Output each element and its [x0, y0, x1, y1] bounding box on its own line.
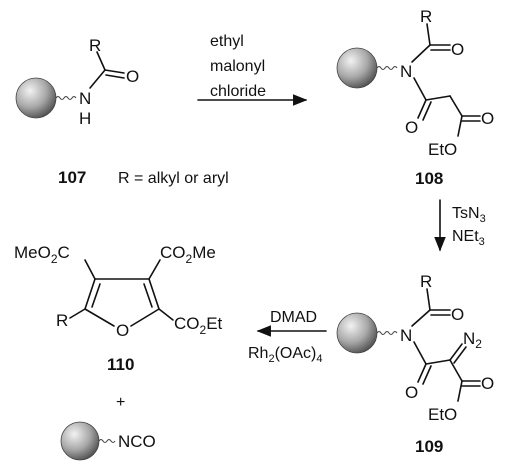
- step1-conditions: ethyl malonyl chloride: [197, 33, 308, 106]
- bond-ring-c4-c5-double: [143, 283, 153, 308]
- bond-n-c-107: [89, 69, 106, 89]
- r-group-note: R = alkyl or aryl: [118, 170, 229, 187]
- label-107: 107: [58, 168, 86, 187]
- wavy-linker-isocyanate: [98, 438, 116, 444]
- bond-cdiazo-n2-109a: [449, 343, 463, 361]
- wavy-linker-107: [55, 95, 77, 101]
- atom-eto-109: EtO: [428, 405, 457, 424]
- atom-o-acyl-109: O: [451, 305, 464, 324]
- bond-c5-co2et: [158, 308, 174, 321]
- bond-camide-o-108b: [422, 101, 432, 121]
- reagent-net3: NEt3: [452, 228, 485, 248]
- atom-n-107: N: [79, 89, 91, 108]
- bond-n-camide-109: [413, 341, 427, 365]
- resin-bead-107: [15, 77, 57, 119]
- bond-ring-c2-o: [84, 308, 115, 327]
- bond-n-cacyl-109: [411, 309, 431, 327]
- group-meo2c: MeO2C: [14, 243, 70, 266]
- atom-o-amide-108: O: [405, 118, 418, 137]
- bond-ring-c5-o: [130, 308, 160, 327]
- bond-cdiazo-cester-109: [449, 359, 463, 382]
- label-108: 108: [415, 169, 443, 188]
- bond-cdiazo-n2-109b: [453, 346, 467, 364]
- bond-co-107b: [105, 74, 125, 79]
- bond-ring-c3-c2: [84, 278, 96, 310]
- step3-conditions: DMAD Rh2(OAc)4: [248, 309, 327, 365]
- atom-o-107: O: [126, 67, 139, 86]
- compound-109: R O N N2 O O EtO 109: [336, 272, 494, 456]
- atom-r-107: R: [89, 36, 101, 55]
- atom-n-108: N: [400, 62, 412, 81]
- group-co2et: CO2Et: [174, 314, 223, 337]
- bond-camide-cdiazo-109: [425, 359, 451, 365]
- wavy-linker-109: [376, 330, 398, 336]
- bond-co-107a: [104, 69, 125, 74]
- bond-c4-co2me: [148, 259, 161, 280]
- step2-conditions: TsN3 NEt3: [434, 199, 486, 252]
- bond-camide-o-109a: [417, 363, 427, 383]
- reagent-rh2oac4: Rh2(OAc)4: [248, 345, 322, 365]
- bond-ring-c4-c5: [148, 278, 160, 310]
- bond-n-cacyl-108: [411, 44, 431, 63]
- bond-camide-o-108a: [417, 99, 427, 119]
- reagent-tsn3: TsN3: [452, 205, 486, 225]
- atom-o-ester-108: O: [481, 109, 494, 128]
- bond-cester-oet-108: [457, 115, 463, 137]
- label-109: 109: [415, 437, 443, 456]
- reagent-chloride: chloride: [210, 83, 266, 100]
- atom-n-109: N: [400, 326, 412, 345]
- bond-c-r-107: [96, 51, 106, 71]
- bond-camide-ch2-108: [425, 95, 451, 101]
- compound-110: MeO2C CO2Me R O CO2Et 110: [14, 243, 223, 374]
- bond-n-camide-108: [413, 77, 427, 101]
- bond-cester-oet-109: [457, 380, 463, 402]
- atom-r-108: R: [420, 7, 432, 26]
- atom-o-ester-109: O: [481, 374, 494, 393]
- bond-c-r-109: [426, 288, 431, 311]
- bond-ring-c2-c3-double: [91, 283, 101, 308]
- plus-sign: +: [116, 394, 125, 411]
- byproduct-isocyanate: + NCO: [60, 394, 156, 461]
- atom-eto-108: EtO: [428, 140, 457, 159]
- atom-r-110: R: [56, 311, 68, 330]
- resin-bead-isocyanate: [60, 421, 100, 461]
- bond-c3-co2me: [84, 259, 96, 280]
- wavy-linker-108: [376, 65, 398, 71]
- resin-bead-108: [336, 47, 378, 89]
- atom-o-furan: O: [116, 321, 129, 340]
- bond-camide-o-109b: [422, 365, 432, 385]
- atom-o-acyl-108: O: [451, 40, 464, 59]
- compound-108: R O N O O EtO 108: [336, 7, 494, 188]
- bond-c2-r: [69, 308, 86, 319]
- atom-h-107: H: [79, 109, 91, 128]
- resin-bead-109: [336, 312, 378, 354]
- reagent-ethyl: ethyl: [210, 33, 244, 50]
- atom-o-amide-109: O: [405, 383, 418, 402]
- reagent-malonyl: malonyl: [210, 58, 265, 75]
- atom-n2-109: N2: [463, 329, 482, 351]
- atom-r-109: R: [420, 272, 432, 291]
- bond-c-r-108: [426, 23, 431, 46]
- bond-ch2-cester-108: [449, 95, 463, 117]
- label-110: 110: [107, 355, 134, 374]
- reagent-dmad: DMAD: [270, 309, 317, 326]
- group-co2me: CO2Me: [160, 243, 216, 266]
- group-nco: NCO: [118, 432, 156, 451]
- compound-107: R O N H 107 R = alkyl or aryl: [15, 36, 229, 187]
